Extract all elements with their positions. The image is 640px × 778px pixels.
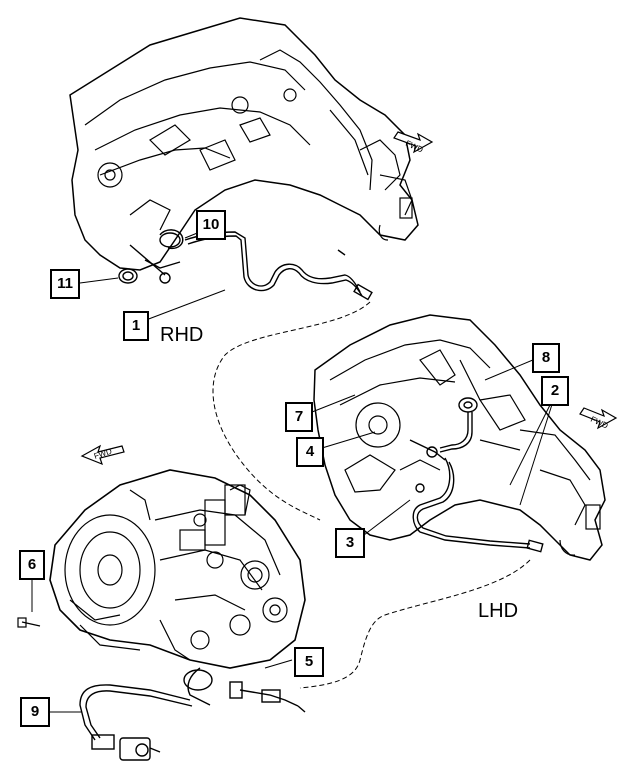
lhd-body-panel — [313, 314, 606, 561]
rhd-clutch-line — [118, 229, 373, 301]
callout-6: 6 — [19, 550, 45, 580]
callout-7: 7 — [285, 402, 313, 432]
lhd-fwd-arrow — [579, 407, 618, 430]
lhd-leader-lines — [311, 356, 556, 536]
transmission-fwd-arrow — [80, 444, 125, 466]
lhd-clutch-line — [409, 397, 544, 553]
rhd-label: RHD — [160, 324, 204, 346]
lhd-label: LHD — [478, 600, 519, 622]
callout-4: 4 — [296, 437, 324, 467]
slave-cylinder-line — [79, 667, 306, 761]
callout-10: 10 — [196, 210, 226, 240]
callout-2: 2 — [541, 376, 569, 406]
rhd-fwd-arrow — [393, 131, 434, 154]
callout-11: 11 — [50, 269, 80, 299]
callout-9: 9 — [20, 697, 50, 727]
callout-3: 3 — [335, 528, 365, 558]
callout-8: 8 — [532, 343, 560, 373]
rhd-body-panel — [69, 17, 419, 271]
callout-1: 1 — [123, 311, 149, 341]
callout-5: 5 — [294, 647, 324, 677]
bolt-part — [17, 617, 41, 628]
transmission-leader-lines — [31, 578, 293, 713]
transmission-assembly — [49, 469, 306, 669]
region-divider-dashed — [212, 301, 531, 689]
